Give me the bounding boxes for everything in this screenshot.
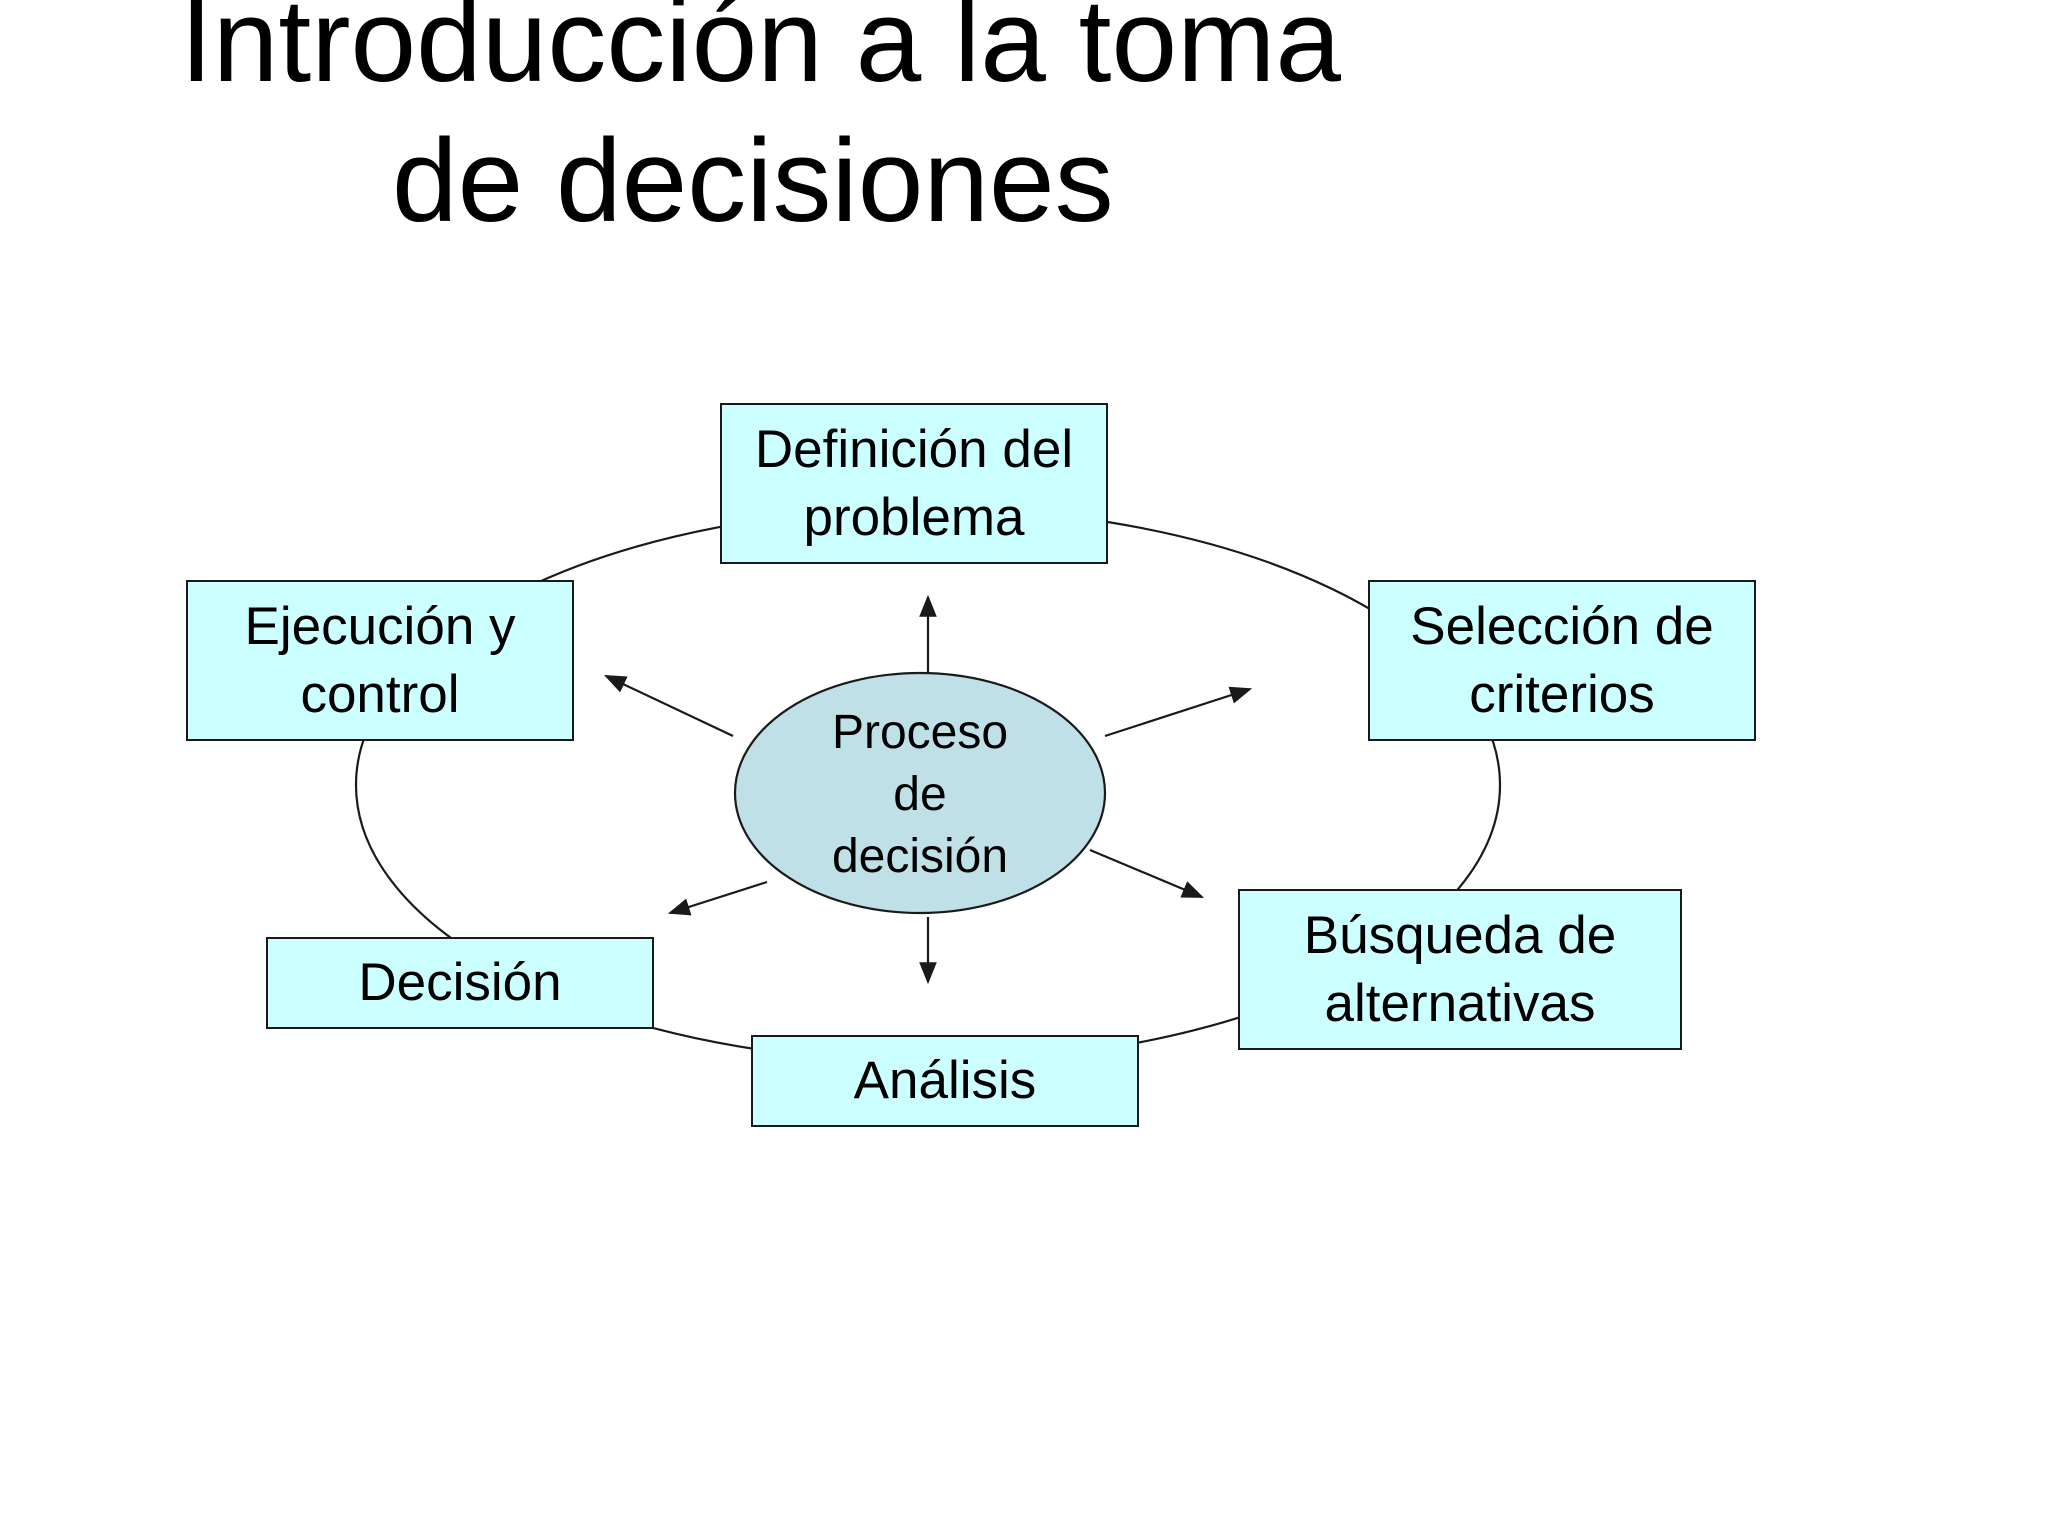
arrow-to-seleccion [1104,686,1253,738]
step-box-seleccion-de-criterios: Selección de criterios [1368,580,1756,741]
step-box-busqueda-de-alternativas: Búsqueda de alternativas [1238,889,1682,1050]
step-box-analisis: Análisis [751,1035,1139,1127]
step-box-definicion-del-problema: Definición del problema [720,403,1108,564]
arrow-to-decision [667,880,768,916]
step-label-line-1: Análisis [853,1051,1037,1110]
step-label-line-1: Definición del [754,419,1074,479]
slide-title-line-2: de decisiones [392,115,1114,247]
step-label-line-1: Ejecución y [244,596,516,656]
step-box-ejecucion-y-control: Ejecución y control [186,580,574,741]
step-label-line-2: control [300,664,460,724]
center-ellipse [733,671,1107,915]
center-label-line-3: decisión [831,830,1009,883]
center-label-line-2: de [893,768,947,821]
step-label-line-2: criterios [1469,664,1655,724]
arrow-to-busqueda [1089,848,1205,899]
step-box-decision: Decisión [266,937,654,1029]
center-label-line-1: Proceso [831,706,1009,759]
slide-title-line-1: Introducción a la toma [180,0,1341,107]
center-label-proceso-de-decision: Proceso de decisión [735,675,1105,915]
step-label-line-2: alternativas [1324,973,1596,1033]
step-label-line-1: Selección de [1410,596,1714,656]
step-label-line-1: Búsqueda de [1303,905,1617,965]
arrow-to-ejecucion [604,675,734,737]
step-label-line-2: problema [803,487,1025,547]
step-label-line-1: Decisión [358,953,562,1012]
